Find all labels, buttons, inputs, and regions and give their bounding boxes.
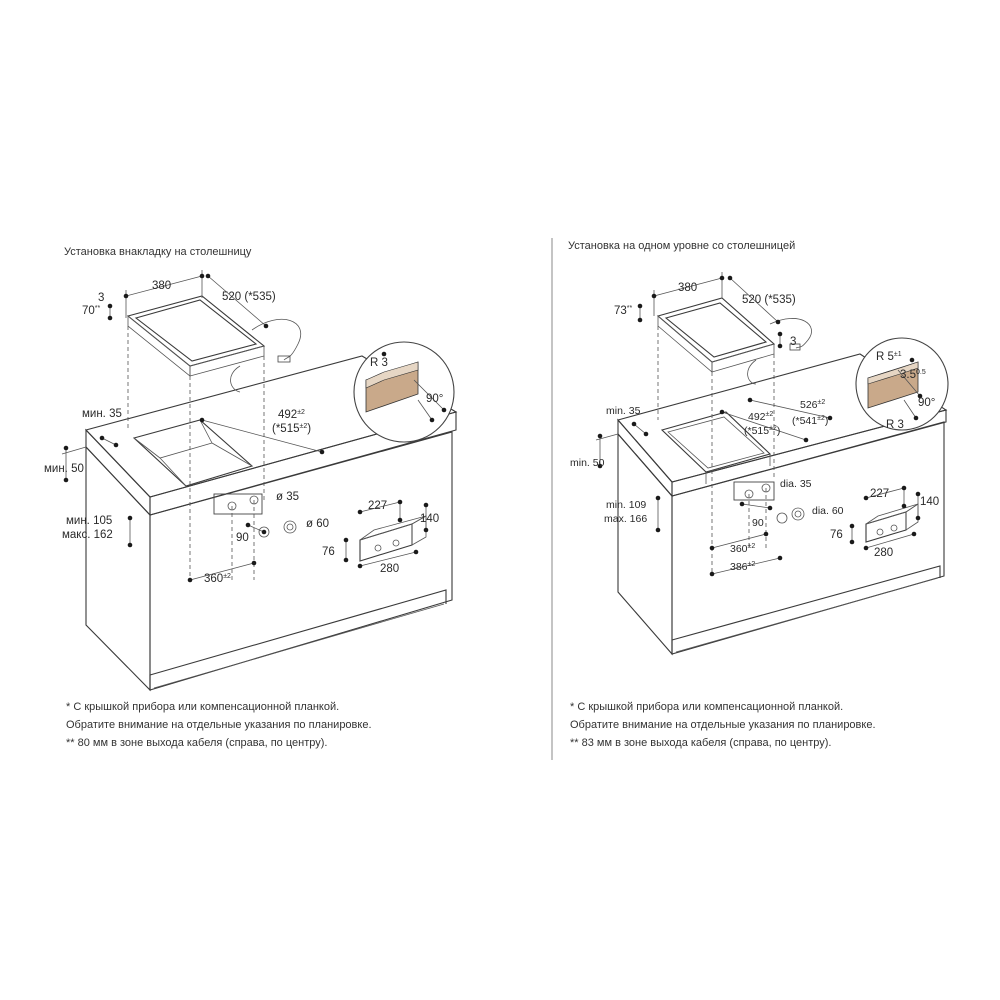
left-cabinet-side — [85, 445, 151, 692]
right-dim-280: 280 — [874, 547, 893, 559]
right-hob — [656, 297, 812, 574]
left-footnotes: * С крышкой прибора или компенсационной … — [66, 698, 372, 752]
right-dim-386: 386±2 — [730, 561, 755, 573]
left-cabinet — [84, 355, 458, 692]
right-dim-520: 520 (*535) — [742, 294, 796, 306]
left-dim-dia35: ø 35 — [276, 491, 299, 503]
left-dim-520: 520 (*535) — [222, 291, 276, 303]
right-dim-140: 140 — [920, 496, 939, 508]
left-dim-70: 70** — [82, 305, 101, 317]
left-cabinet-front — [149, 431, 453, 691]
right-dim-76: 76 — [830, 529, 843, 541]
right-dimension-lines — [595, 272, 949, 575]
right-worktop-front — [671, 409, 947, 497]
left-diagram: 380 520 (*535) 3 70** мин. 35 мин. 50 49… — [44, 270, 458, 692]
left-dimension-dots — [63, 273, 447, 583]
right-dim-227: 227 — [870, 488, 889, 500]
right-dim-r3: R 3 — [886, 419, 904, 431]
left-dim-r3: R 3 — [370, 357, 388, 369]
left-worktop-front — [149, 411, 457, 516]
right-dim-3-5: 3.50.5 — [900, 369, 926, 381]
right-cabinet-side — [617, 432, 673, 656]
right-dim-73: 73** — [614, 305, 633, 317]
left-dim-min105: мин. 105 — [66, 515, 112, 527]
left-dim-dia60: ø 60 — [306, 518, 329, 530]
left-footnote-2: Обратите внимание на отдельные указания … — [66, 719, 372, 731]
right-dim-min35: min. 35 — [606, 405, 641, 417]
left-dimension-lines — [61, 270, 455, 581]
right-dim-360: 360±2 — [730, 543, 755, 555]
left-dim-492: 492±2 — [278, 409, 305, 421]
right-dim-dia60: dia. 60 — [812, 505, 844, 517]
left-diagram-title: Установка внакладку на столешницу — [64, 246, 252, 258]
left-footnote-1: * С крышкой прибора или компенсационной … — [66, 701, 340, 713]
right-dim-min50: min. 50 — [570, 457, 605, 469]
left-cutout — [132, 419, 254, 487]
left-footnote-3: ** 80 мм в зоне выхода кабеля (справа, п… — [66, 737, 328, 749]
left-dim-515: (*515±2) — [272, 423, 311, 435]
left-dim-angle: 90° — [426, 393, 443, 405]
right-cabinet-front — [671, 421, 945, 655]
right-dim-max166: max. 166 — [604, 513, 647, 525]
right-dimension-dots — [597, 275, 923, 577]
right-footnote-2: Обратите внимание на отдельные указания … — [570, 719, 876, 731]
right-dim-492: 492±2 — [748, 411, 773, 423]
left-dim-3: 3 — [98, 292, 104, 304]
right-footnote-3: ** 83 мм в зоне выхода кабеля (справа, п… — [570, 737, 832, 749]
right-dim-r5: R 5±1 — [876, 351, 902, 363]
right-dimension-labels: 380 520 (*535) 3 73** min. 35 min. 50 49… — [570, 282, 939, 573]
right-dim-dia35: dia. 35 — [780, 478, 812, 490]
left-hob — [126, 295, 301, 580]
left-dim-90: 90 — [236, 532, 249, 544]
right-dim-541: (*541±2) — [792, 415, 828, 427]
right-dim-angle: 90° — [918, 397, 935, 409]
right-diagram: 380 520 (*535) 3 73** min. 35 min. 50 49… — [570, 272, 949, 656]
left-dim-280: 280 — [380, 563, 399, 575]
left-dim-140: 140 — [420, 513, 439, 525]
left-dim-min50: мин. 50 — [44, 463, 84, 475]
left-dim-76: 76 — [322, 546, 335, 558]
left-dim-max162: макс. 162 — [62, 529, 113, 541]
right-dim-3: 3 — [790, 336, 796, 348]
left-dim-min35: мин. 35 — [82, 408, 122, 420]
right-diagram-title: Установка на одном уровне со столешницей — [568, 240, 796, 252]
right-dim-526: 526±2 — [800, 399, 825, 411]
right-dim-380: 380 — [678, 282, 697, 294]
left-dim-360: 360±2 — [204, 573, 231, 585]
left-dim-227: 227 — [368, 500, 387, 512]
right-cabinet — [617, 353, 948, 656]
left-dim-380: 380 — [152, 280, 171, 292]
left-dimension-labels: 380 520 (*535) 3 70** мин. 35 мин. 50 49… — [44, 280, 443, 585]
right-dim-515: (*515±2) — [744, 425, 780, 437]
right-sockets — [733, 481, 919, 548]
right-dim-min109: min. 109 — [606, 499, 646, 511]
right-dim-90: 90 — [752, 517, 764, 529]
right-footnote-1: * С крышкой прибора или компенсационной … — [570, 701, 844, 713]
right-footnotes: * С крышкой прибора или компенсационной … — [570, 698, 876, 752]
